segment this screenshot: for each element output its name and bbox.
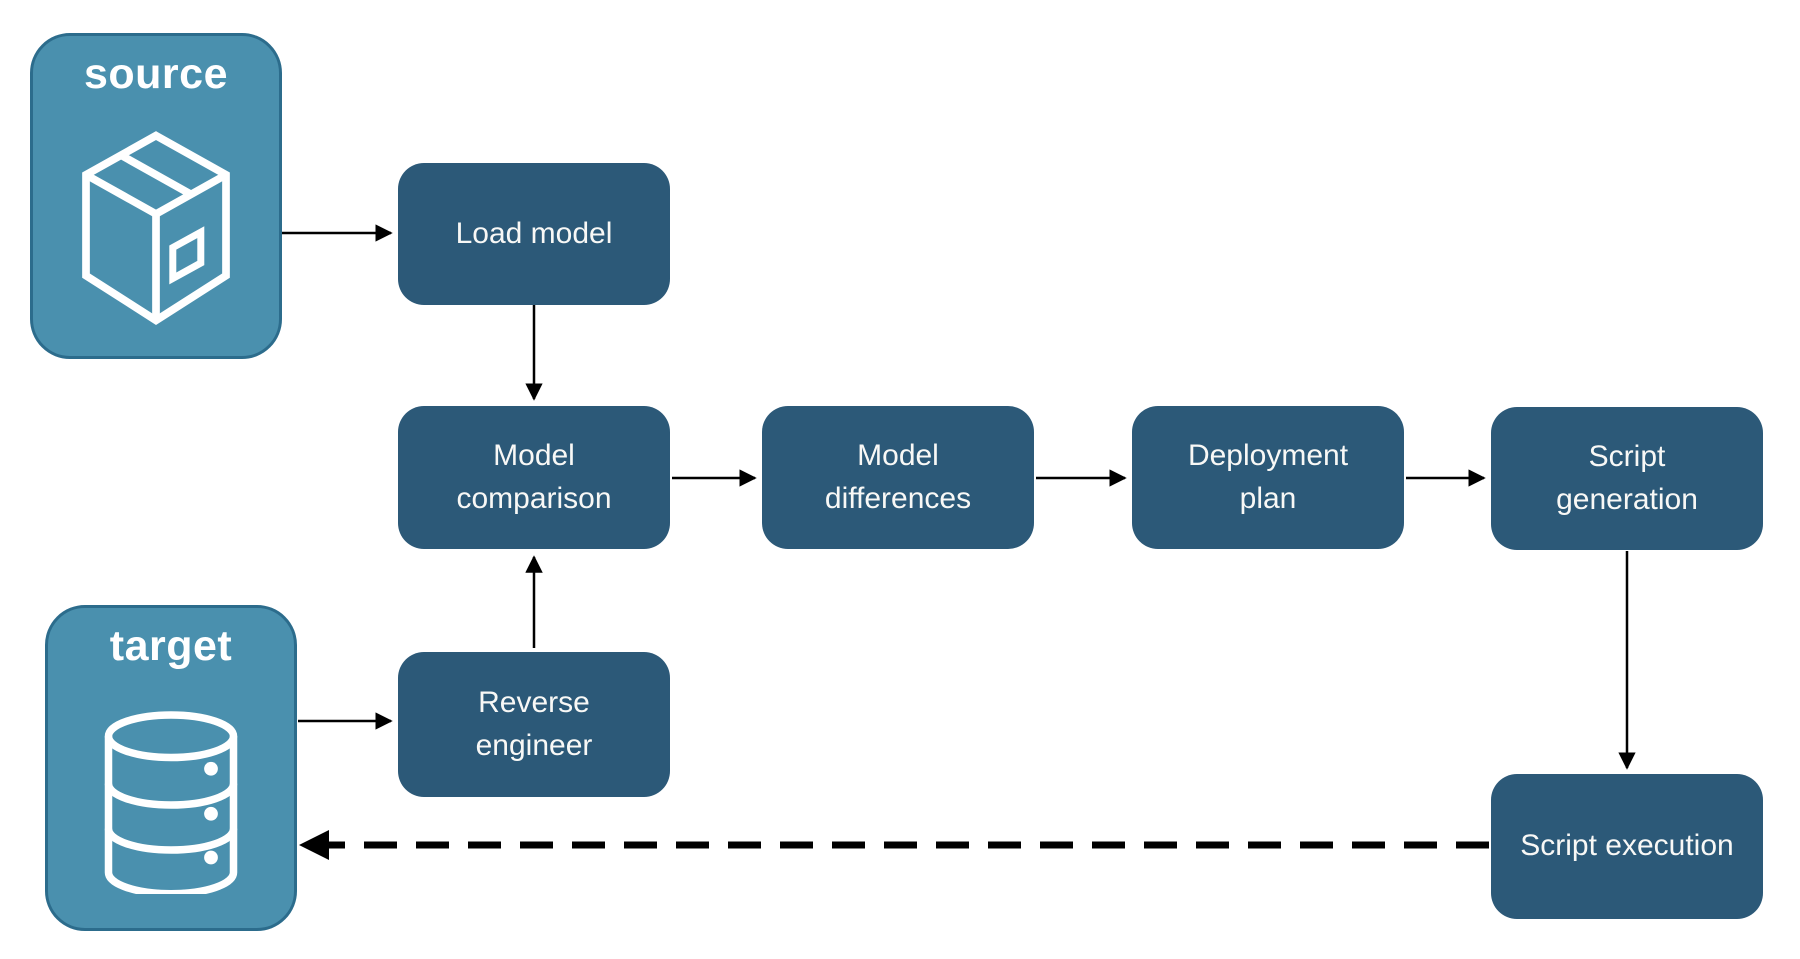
database-icon — [104, 710, 238, 894]
node-deployment-plan[interactable]: Deployment plan — [1132, 406, 1404, 549]
model-comparison-label: Model comparison — [456, 438, 612, 515]
node-load-model[interactable]: Load model — [398, 163, 670, 305]
target-icon-wrap — [48, 671, 294, 928]
load-model-label: Load model — [455, 216, 613, 250]
node-source[interactable]: source — [30, 33, 282, 359]
node-model-comparison[interactable]: Model comparison — [398, 406, 670, 549]
node-model-differences[interactable]: Model differences — [762, 406, 1034, 549]
source-label: source — [83, 50, 228, 98]
target-label: target — [109, 622, 233, 670]
node-target[interactable]: target — [45, 605, 297, 931]
source-icon-wrap — [33, 99, 279, 356]
node-reverse-engineer[interactable]: Reverse engineer — [398, 652, 670, 797]
model-differences-label: Model differences — [824, 438, 972, 515]
script-execution-label: Script execution — [1520, 829, 1734, 863]
script-generation-label: Script generation — [1556, 439, 1698, 516]
node-script-generation[interactable]: Script generation — [1491, 407, 1763, 550]
package-icon — [82, 130, 230, 325]
node-script-execution[interactable]: Script execution — [1491, 774, 1763, 919]
reverse-engineer-label: Reverse engineer — [475, 685, 593, 762]
deployment-plan-label: Deployment plan — [1187, 438, 1349, 515]
